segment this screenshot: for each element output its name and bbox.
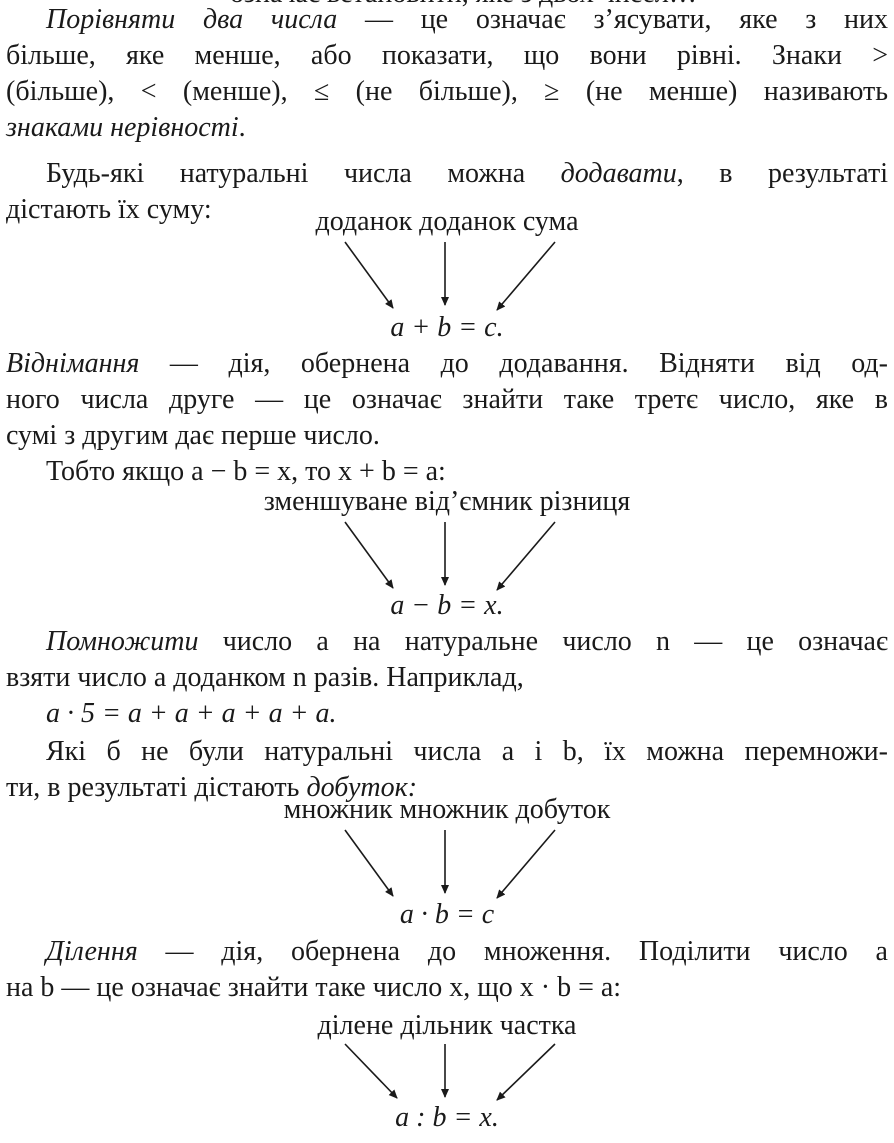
mul2-line-2: ти, в результаті дістають добуток:	[6, 772, 418, 803]
paragraph-multiplication: Помножити число a на натуральне число n …	[6, 624, 888, 732]
division-labels: ділене дільник частка	[317, 1010, 577, 1041]
subtraction-formula: a − b = x.	[390, 590, 504, 621]
term-product: добуток:	[306, 772, 418, 803]
div-line-2: на b — це означає знайти таке число x, щ…	[6, 972, 622, 1003]
term-division: Ділення	[46, 936, 138, 967]
addition-arrows	[344, 241, 556, 311]
add-line-2: дістають їх суму:	[6, 194, 212, 225]
addition-formula: a + b = c.	[390, 312, 504, 343]
arrow-left-icon	[344, 829, 394, 897]
subtraction-arrows	[344, 521, 556, 591]
division-formula: a : b = x.	[395, 1102, 499, 1133]
div-line-1: Ділення — дія, обернена до множення. Под…	[46, 936, 888, 967]
arrow-right-icon	[496, 241, 556, 311]
paragraph-compare: Порівняти два числа — це означає з’ясува…	[6, 2, 888, 146]
term-compare: Порівняти два числа	[46, 4, 338, 35]
mul2-line-1: Які б не були натуральні числа a і b, їх…	[46, 736, 888, 767]
mul-example: a · 5 = a + a + a + a + a.	[46, 698, 337, 729]
compare-line-1: Порівняти два числа — це означає з’ясува…	[46, 4, 888, 35]
term-inequality-signs: знаками нерівності	[6, 112, 239, 143]
arrow-right-icon	[496, 521, 556, 591]
paragraph-division: Ділення — дія, обернена до множення. Под…	[6, 934, 888, 1006]
paragraph-addition: Будь-які натуральні числа можна додавати…	[6, 156, 888, 228]
addition-labels: доданок доданок сума	[315, 206, 579, 237]
multiplication-arrows	[344, 829, 556, 899]
division-arrows	[344, 1043, 556, 1101]
mul-line-2: взяти число a доданком n разів. Наприкла…	[6, 662, 524, 693]
arrow-right-icon	[496, 829, 556, 899]
compare-line-2: більше, яке менше, або показати, що вони…	[6, 40, 888, 71]
term-multiply: Помножити	[46, 626, 199, 657]
sub-line-1: Віднімання — дія, обернена до додавання.…	[6, 348, 888, 379]
mul-line-1: Помножити число a на натуральне число n …	[46, 626, 888, 657]
arrow-left-icon	[344, 521, 394, 589]
paragraph-product: Які б не були натуральні числа a і b, їх…	[6, 734, 888, 806]
sub-line-4: Тобто якщо a − b = x, то x + b = a:	[46, 456, 446, 487]
term-subtraction: Віднімання	[6, 348, 140, 379]
sub-line-2: ного числа друге — це означає знайти так…	[6, 384, 888, 415]
multiplication-labels: множник множник добуток	[283, 794, 611, 825]
compare-line-4: знаками нерівності.	[6, 112, 246, 143]
term-add: додавати	[560, 158, 677, 189]
arrow-left-icon	[344, 241, 394, 309]
arrow-right-icon	[496, 1043, 556, 1101]
multiplication-formula: a · b = c	[399, 899, 495, 930]
sub-line-3: сумі з другим дає перше число.	[6, 420, 380, 451]
compare-line-3: (більше), < (менше), ≤ (не більше), ≥ (н…	[6, 76, 888, 107]
paragraph-subtraction: Віднімання — дія, обернена до додавання.…	[6, 346, 888, 490]
arrow-left-icon	[344, 1043, 398, 1099]
add-line-1: Будь-які натуральні числа можна додавати…	[46, 158, 888, 189]
cropped-top-line: означає встановити, яке з двох чисел…	[230, 0, 697, 12]
subtraction-labels: зменшуване від’ємник різниця	[263, 486, 631, 517]
